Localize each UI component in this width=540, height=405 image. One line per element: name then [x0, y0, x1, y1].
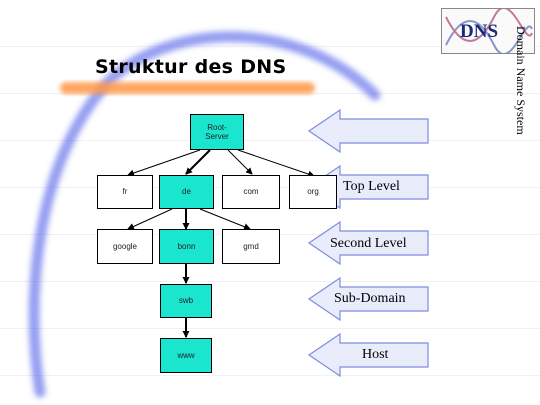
- node-com: com: [222, 175, 280, 209]
- logo-subtitle: Domain Name System: [514, 26, 528, 135]
- level-label-host: Host: [362, 347, 389, 362]
- node-www: www: [160, 338, 212, 373]
- level-arrow-host: [307, 332, 429, 378]
- level-arrow-sub: [307, 276, 429, 322]
- level-arrow-second: [307, 220, 429, 266]
- level-label-second: Second Level: [330, 236, 407, 251]
- node-swb: swb: [160, 284, 212, 318]
- page-title: Struktur des DNS: [95, 56, 287, 78]
- level-arrow-top: [307, 164, 429, 210]
- orange-highlight: [60, 82, 315, 94]
- dna-helix-icon: [445, 9, 533, 53]
- node-google: google: [97, 229, 153, 264]
- level-arrow-root: [307, 108, 429, 154]
- edge-root-org: [237, 149, 315, 178]
- blue-arc: [28, 31, 381, 398]
- node-gmd: gmd: [222, 229, 280, 264]
- logo-text: DNS: [460, 21, 499, 42]
- node-de: de: [159, 175, 214, 209]
- edge-root-fr: [127, 149, 201, 177]
- node-fr: fr: [97, 175, 153, 209]
- node-bonn: bonn: [159, 229, 214, 264]
- edge-root-com: [227, 149, 253, 175]
- level-label-sub: Sub-Domain: [334, 291, 406, 306]
- node-root-server: Root- Server: [190, 114, 244, 150]
- edge-root-de: [185, 149, 211, 175]
- edge-de-google: [127, 208, 173, 230]
- dns-logo: DNS: [441, 8, 535, 54]
- level-label-top: Top Level: [343, 179, 400, 194]
- edge-de-gmd: [199, 208, 251, 231]
- node-org: org: [289, 175, 337, 209]
